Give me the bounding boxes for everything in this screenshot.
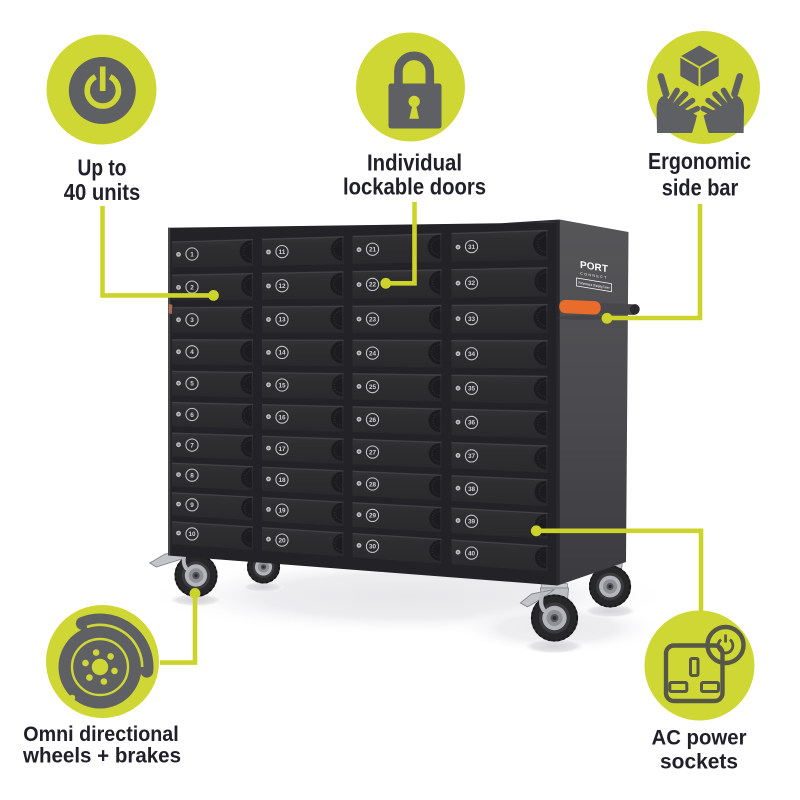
svg-text:29: 29 — [369, 513, 377, 520]
svg-text:28: 28 — [369, 481, 377, 488]
svg-text:36: 36 — [468, 420, 476, 427]
svg-text:35: 35 — [468, 386, 476, 393]
svg-text:PORT: PORT — [580, 260, 609, 276]
svg-text:12: 12 — [278, 283, 286, 290]
svg-text:Omni directional: Omni directional — [23, 723, 179, 746]
svg-text:Up to: Up to — [78, 155, 127, 181]
svg-text:11: 11 — [279, 249, 286, 256]
svg-text:10: 10 — [188, 531, 196, 538]
svg-text:2: 2 — [190, 284, 194, 291]
svg-text:34: 34 — [468, 351, 476, 358]
svg-text:39: 39 — [468, 519, 476, 526]
svg-text:CONNECT: CONNECT — [580, 272, 608, 280]
svg-text:21: 21 — [369, 247, 377, 254]
svg-text:25: 25 — [369, 384, 377, 391]
svg-text:24: 24 — [369, 350, 377, 357]
svg-text:15: 15 — [278, 382, 286, 389]
svg-text:23: 23 — [369, 316, 377, 323]
svg-text:30: 30 — [369, 544, 377, 551]
svg-text:32: 32 — [468, 280, 476, 287]
svg-text:1: 1 — [190, 251, 194, 258]
svg-text:Ergonomic: Ergonomic — [648, 148, 751, 174]
svg-text:8: 8 — [190, 473, 194, 480]
svg-text:9: 9 — [190, 502, 194, 509]
svg-text:Individual: Individual — [367, 150, 462, 176]
svg-text:7: 7 — [190, 442, 194, 449]
svg-text:5: 5 — [190, 381, 194, 388]
svg-text:38: 38 — [468, 486, 476, 493]
svg-text:19: 19 — [278, 507, 286, 514]
svg-text:33: 33 — [468, 316, 476, 323]
svg-text:27: 27 — [369, 449, 377, 456]
svg-text:31: 31 — [468, 244, 476, 251]
svg-text:37: 37 — [468, 453, 476, 460]
svg-text:16: 16 — [278, 414, 286, 421]
svg-text:lockable doors: lockable doors — [343, 174, 486, 200]
svg-text:40 units: 40 units — [64, 179, 141, 205]
svg-text:13: 13 — [278, 317, 286, 324]
svg-text:14: 14 — [278, 350, 286, 357]
svg-text:26: 26 — [369, 417, 377, 424]
svg-text:AC power: AC power — [652, 727, 747, 750]
svg-text:17: 17 — [278, 446, 286, 453]
svg-text:20: 20 — [278, 537, 286, 544]
svg-text:Performance Charging Tower: Performance Charging Tower — [579, 281, 611, 290]
svg-text:4: 4 — [190, 349, 194, 356]
svg-text:18: 18 — [278, 477, 286, 484]
svg-text:22: 22 — [369, 282, 377, 289]
svg-text:wheels + brakes: wheels + brakes — [22, 745, 181, 768]
svg-text:sockets: sockets — [660, 751, 738, 774]
svg-text:3: 3 — [190, 317, 194, 324]
svg-text:side bar: side bar — [662, 175, 739, 201]
svg-text:6: 6 — [190, 412, 194, 419]
svg-text:40: 40 — [468, 550, 476, 557]
